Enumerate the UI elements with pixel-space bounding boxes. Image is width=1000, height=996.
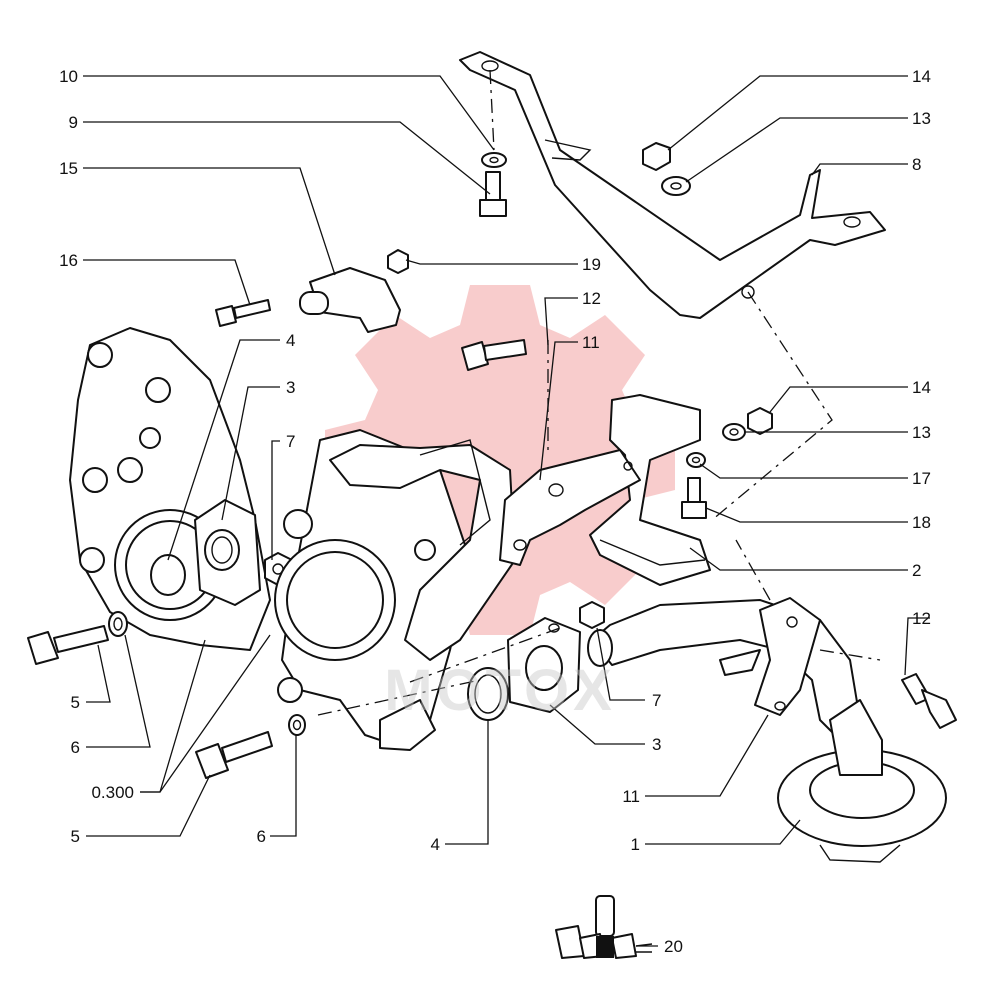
callout-20: 20 [664, 937, 683, 956]
nut-part-14-mid [747, 407, 773, 435]
bolt-part-5-left [27, 625, 109, 665]
pump-body-middle [274, 429, 471, 751]
callout-8: 8 [912, 155, 921, 174]
callout-3-bottom: 3 [652, 735, 661, 754]
callout-14-top: 14 [912, 67, 931, 86]
nut-part-19 [387, 249, 409, 274]
callout-18: 18 [912, 513, 931, 532]
bolt-part-12-right [901, 673, 957, 729]
leader-lines [83, 75, 930, 947]
callout-7-left: 7 [286, 432, 295, 451]
callout-0300: 0.300 [91, 783, 134, 802]
callout-11-top: 11 [582, 333, 600, 352]
nut-part-7-right [579, 601, 605, 629]
bolt-part-9 [479, 171, 507, 217]
callout-6-bottom: 6 [257, 827, 266, 846]
callout-17: 17 [912, 469, 931, 488]
watermark-text: MOTOX [384, 658, 616, 723]
callout-10-top: 10 [59, 67, 78, 86]
callout-labels: 10 9 15 16 4 3 7 5 6 0.300 5 6 4 3 7 11 … [59, 67, 931, 956]
clamp-part-11-bottom [719, 597, 821, 716]
callout-14-mid: 14 [912, 378, 931, 397]
callout-5-left: 5 [71, 693, 80, 712]
callout-4-left: 4 [286, 331, 295, 350]
block-part-15 [299, 267, 401, 333]
callout-5-bottom: 5 [71, 827, 80, 846]
callout-13-top: 13 [912, 109, 931, 128]
pickup-part-1 [777, 699, 947, 863]
callout-19: 19 [582, 255, 601, 274]
callout-9: 9 [69, 113, 78, 132]
washer-part-6-bottom [288, 714, 306, 736]
callout-13-mid: 13 [912, 423, 931, 442]
callout-2: 2 [912, 561, 921, 580]
bolt-part-5-bottom [195, 731, 273, 779]
callout-6-left: 6 [71, 738, 80, 757]
callout-12-right: 12 [912, 609, 931, 628]
flange-part-3-bottom [507, 617, 581, 713]
bolt-part-16 [215, 299, 271, 327]
washer-part-17 [686, 452, 706, 468]
bolt-part-12-top [461, 339, 527, 371]
washer-part-10 [481, 152, 507, 168]
callout-4-bottom: 4 [431, 835, 440, 854]
clamp-part-11-top [499, 449, 641, 566]
callout-1: 1 [631, 835, 640, 854]
flange-part-3-left [194, 499, 261, 606]
washer-part-6-left [108, 611, 128, 637]
bolt-part-18 [681, 477, 707, 519]
washer-part-13-mid [722, 423, 746, 441]
callout-12-top: 12 [582, 289, 601, 308]
part-20-assembly [555, 895, 653, 959]
callout-7-right: 7 [652, 691, 661, 710]
callout-3-left: 3 [286, 378, 295, 397]
washer-part-13-top [661, 176, 691, 196]
washer-part-4-bottom [467, 667, 509, 721]
nut-part-14-top [642, 142, 671, 171]
callout-15: 15 [59, 159, 78, 178]
callout-11-bottom: 11 [622, 787, 640, 806]
callout-16: 16 [59, 251, 78, 270]
bracket-part-8 [459, 51, 886, 319]
pump-cover-bracket [329, 439, 516, 661]
